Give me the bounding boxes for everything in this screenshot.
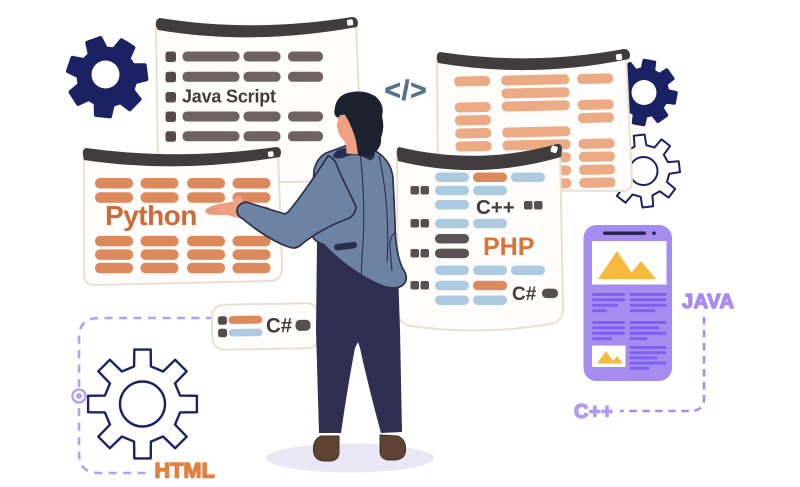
svg-text:C#: C# [512, 284, 537, 305]
svg-text:HTML: HTML [155, 459, 216, 483]
svg-text:C#: C# [266, 314, 293, 337]
svg-text:C++: C++ [574, 401, 613, 423]
svg-text:C++: C++ [476, 196, 515, 219]
svg-text:JAVA: JAVA [682, 291, 734, 313]
svg-text:Python: Python [105, 200, 197, 231]
svg-text:</>: </> [385, 75, 428, 106]
svg-text:Java Script: Java Script [182, 87, 276, 107]
svg-text:PHP: PHP [483, 233, 534, 261]
